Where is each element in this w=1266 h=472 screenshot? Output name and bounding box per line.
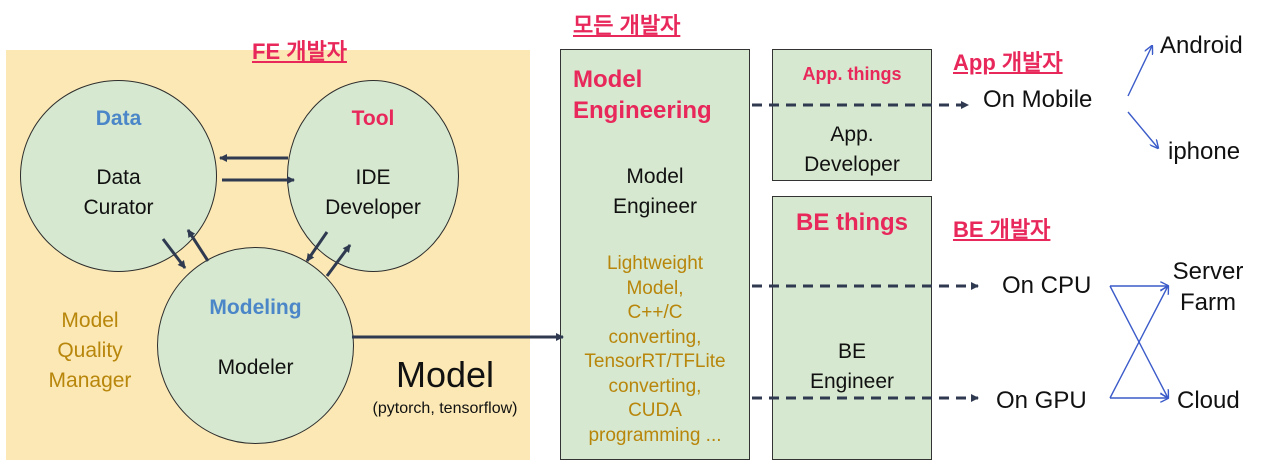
server-farm-line1: Server [1172, 258, 1244, 285]
cloud-label: Cloud [1177, 387, 1240, 414]
iphone-label: iphone [1168, 138, 1241, 165]
tool-role-line1: IDE [355, 166, 391, 189]
tool-node: Tool IDE Developer [287, 80, 459, 272]
quality-manager-label: Model Quality Manager [40, 306, 140, 396]
fe-developer-title: FE 개발자 [252, 39, 347, 64]
tool-role-line2: Developer [325, 196, 421, 219]
arrow-data-to-modeling [161, 238, 187, 269]
detail-line: programming ... [588, 424, 722, 446]
data-role-line1: Data [96, 166, 141, 189]
data-node: Data Data Curator [20, 80, 217, 272]
detail-line: Lightweight [606, 253, 704, 274]
modeling-heading: Modeling [209, 296, 302, 319]
arrow-modeling-to-data [186, 229, 210, 262]
app-developer-line2: Developer [804, 153, 900, 176]
server-farm-line2: Farm [1180, 289, 1236, 316]
data-role-line2: Curator [83, 196, 154, 219]
be-engineer-line2: Engineer [809, 370, 895, 393]
on-cpu-label: On CPU [1002, 272, 1092, 299]
app-developer-title: App 개발자 [953, 50, 1063, 75]
arrow-mobile-to-android [1127, 46, 1152, 97]
android-label: Android [1160, 32, 1243, 59]
detail-line: Model, [626, 277, 684, 299]
model-engineer-role: Model Engineer [561, 162, 749, 222]
model-engineering-heading-line1: Model [573, 66, 643, 93]
arrow-gpu-to-server [1109, 286, 1168, 399]
be-things-heading: BE things [796, 209, 908, 236]
model-engineer-role-line1: Model [626, 165, 684, 188]
arrow-mobile-to-iphone [1127, 111, 1158, 148]
tool-heading: Tool [351, 107, 395, 130]
app-things-box: App. things App. Developer [772, 49, 932, 181]
app-developer-line1: App. [830, 123, 874, 146]
detail-line: converting, [608, 326, 702, 348]
detail-line: converting, [608, 375, 702, 397]
server-farm-label: Server Farm [1168, 256, 1248, 318]
model-engineering-box: Model Engineering Model Engineer Lightwe… [560, 49, 750, 460]
data-heading: Data [95, 107, 142, 130]
detail-line: TensorRT/TFLite [584, 351, 726, 372]
be-engineer-role: BE Engineer [773, 337, 931, 397]
modeling-role: Modeler [217, 356, 294, 379]
detail-line: C++/C [627, 302, 683, 323]
arrow-modeling-to-tool [325, 244, 352, 277]
detail-line: CUDA [628, 400, 682, 421]
app-things-heading: App. things [802, 64, 902, 84]
app-developer-role: App. Developer [773, 120, 931, 180]
quality-manager-line3: Manager [48, 369, 132, 392]
be-things-box: BE things BE Engineer [772, 196, 932, 460]
be-developer-title: BE 개발자 [953, 217, 1051, 242]
model-label: Model [395, 354, 495, 395]
be-engineer-line1: BE [837, 340, 866, 363]
quality-manager-line1: Model [61, 309, 119, 332]
model-engineering-heading-line2: Engineering [573, 97, 712, 124]
all-developer-title: 모든 개발자 [573, 13, 681, 38]
modeling-node: Modeling Modeler [157, 247, 354, 444]
model-engineering-heading: Model Engineering [573, 64, 712, 126]
model-engineering-details: Lightweight Model, C++/C converting, Ten… [561, 252, 749, 448]
model-frameworks: (pytorch, tensorflow) [372, 400, 518, 417]
arrow-tool-to-modeling [305, 231, 329, 262]
on-mobile-label: On Mobile [983, 86, 1093, 113]
model-engineer-role-line2: Engineer [612, 195, 698, 218]
quality-manager-line2: Quality [57, 339, 123, 362]
on-gpu-label: On GPU [996, 387, 1087, 414]
